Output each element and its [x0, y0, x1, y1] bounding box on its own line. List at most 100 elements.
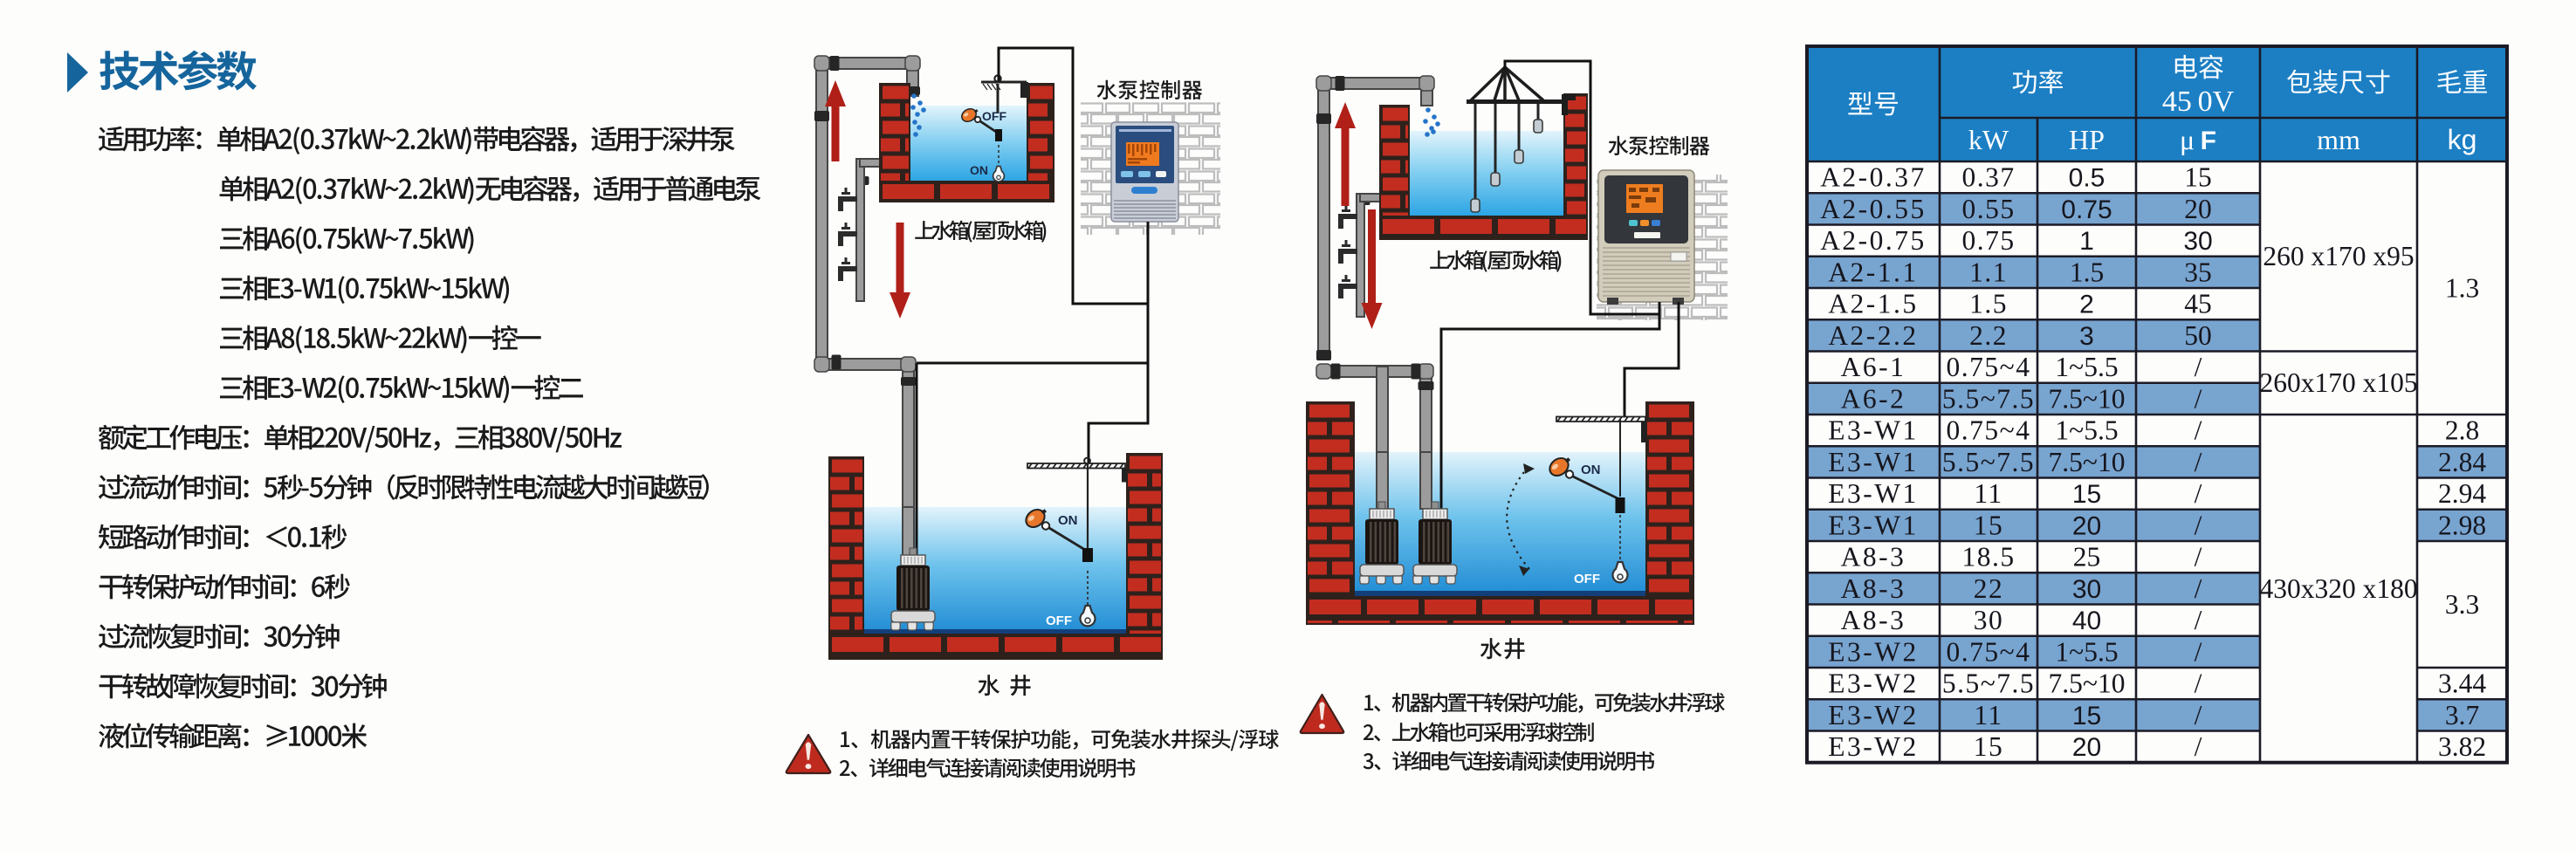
svg-text:2.8: 2.8	[2445, 415, 2479, 446]
svg-text:/: /	[2195, 731, 2202, 762]
svg-text:A2-0.75: A2-0.75	[1820, 225, 1927, 256]
svg-text:/: /	[2195, 352, 2202, 382]
svg-text:mm: mm	[2317, 124, 2360, 155]
svg-text:/: /	[2195, 383, 2202, 414]
svg-text:/: /	[2195, 510, 2202, 540]
svg-text:A8-3: A8-3	[1841, 542, 1906, 572]
svg-text:430x320 x180: 430x320 x180	[2259, 573, 2417, 604]
svg-text:11: 11	[1974, 478, 2002, 509]
svg-text:A2-2.2: A2-2.2	[1828, 320, 1918, 351]
svg-text:E3-W2: E3-W2	[1828, 700, 1918, 730]
svg-text:3: 3	[2079, 322, 2094, 351]
svg-text:2.98: 2.98	[2438, 510, 2486, 540]
svg-text:0.5: 0.5	[2069, 164, 2105, 193]
svg-text:1~5.5: 1~5.5	[2055, 415, 2118, 446]
svg-text:15: 15	[2072, 480, 2101, 509]
svg-text:0.75~4: 0.75~4	[1947, 415, 2031, 446]
svg-text:E3-W1: E3-W1	[1828, 478, 1918, 509]
svg-text:3.7: 3.7	[2445, 700, 2479, 730]
svg-text:15: 15	[1974, 731, 2004, 762]
svg-text:/: /	[2195, 415, 2202, 446]
svg-text:35: 35	[2184, 257, 2212, 287]
svg-text:40: 40	[2072, 607, 2101, 635]
svg-text:20: 20	[2072, 511, 2101, 540]
svg-text:kW: kW	[1968, 124, 2009, 155]
svg-text:30: 30	[2072, 575, 2101, 604]
svg-text:OFF: OFF	[982, 109, 1006, 123]
svg-text:/: /	[2195, 542, 2202, 572]
svg-text:0.75: 0.75	[1961, 225, 2015, 256]
svg-text:/: /	[2195, 636, 2202, 667]
svg-text:7.5~10: 7.5~10	[2049, 668, 2126, 699]
svg-text:μ F: μ F	[2180, 124, 2216, 155]
svg-text:1.5: 1.5	[1969, 289, 2008, 319]
svg-text:15: 15	[2072, 702, 2101, 730]
svg-text:30: 30	[2183, 227, 2212, 256]
svg-text:5.5~7.5: 5.5~7.5	[1942, 668, 2035, 699]
svg-text:5.5~7.5: 5.5~7.5	[1942, 447, 2035, 477]
svg-text:50: 50	[2184, 320, 2212, 351]
svg-text:2.94: 2.94	[2438, 478, 2486, 509]
svg-text:1.5: 1.5	[2070, 257, 2104, 287]
svg-text:20: 20	[2072, 733, 2101, 762]
svg-text:1~5.5: 1~5.5	[2055, 352, 2118, 382]
svg-text:1: 1	[2079, 227, 2094, 256]
svg-text:ON: ON	[970, 163, 988, 177]
svg-text:A6-2: A6-2	[1841, 383, 1906, 414]
svg-text:A2-0.55: A2-0.55	[1820, 194, 1927, 224]
svg-text:0.75~4: 0.75~4	[1947, 636, 2031, 667]
svg-text:18.5: 18.5	[1961, 542, 2015, 572]
svg-text:2.84: 2.84	[2438, 447, 2486, 477]
svg-text:A2-1.5: A2-1.5	[1828, 289, 1918, 319]
svg-text:A8-3: A8-3	[1841, 573, 1906, 604]
svg-text:45: 45	[2184, 289, 2212, 319]
svg-text:1~5.5: 1~5.5	[2055, 636, 2118, 667]
svg-text:E3-W1: E3-W1	[1828, 447, 1918, 477]
svg-text:ON: ON	[1581, 463, 1601, 477]
svg-text:A8-3: A8-3	[1841, 605, 1906, 635]
svg-text:5.5~7.5: 5.5~7.5	[1942, 383, 2035, 414]
svg-text:E3-W1: E3-W1	[1828, 510, 1918, 540]
svg-text:15: 15	[2184, 162, 2212, 193]
svg-text:25: 25	[2073, 542, 2101, 572]
svg-text:20: 20	[2184, 194, 2212, 224]
svg-text:E3-W2: E3-W2	[1828, 668, 1918, 699]
svg-text:2: 2	[2079, 291, 2094, 319]
svg-text:30: 30	[1974, 605, 2004, 635]
svg-text:E3-W2: E3-W2	[1828, 636, 1918, 667]
svg-text:HP: HP	[2069, 124, 2105, 155]
svg-text:OFF: OFF	[1574, 572, 1600, 586]
svg-text:2.2: 2.2	[1969, 320, 2008, 351]
svg-text:/: /	[2195, 668, 2202, 699]
svg-text:45 0V: 45 0V	[2162, 86, 2235, 118]
svg-text:0.37: 0.37	[1961, 162, 2015, 193]
svg-text:3.82: 3.82	[2438, 731, 2486, 762]
svg-text:260 x170 x95: 260 x170 x95	[2263, 241, 2414, 271]
svg-text:A2-0.37: A2-0.37	[1820, 162, 1927, 193]
svg-text:15: 15	[1974, 510, 2004, 540]
svg-text:kg: kg	[2448, 124, 2477, 155]
svg-text:0.75: 0.75	[2061, 195, 2112, 224]
svg-text:ON: ON	[1058, 513, 1078, 528]
svg-text:A6-1: A6-1	[1841, 352, 1906, 382]
svg-text:0.55: 0.55	[1961, 194, 2015, 224]
svg-text:22: 22	[1974, 573, 2004, 604]
svg-text:A2-1.1: A2-1.1	[1828, 257, 1918, 287]
svg-text:7.5~10: 7.5~10	[2049, 447, 2126, 477]
svg-text:/: /	[2195, 605, 2202, 635]
svg-text:1.1: 1.1	[1969, 257, 2008, 287]
svg-text:/: /	[2195, 447, 2202, 477]
svg-text:11: 11	[1974, 700, 2002, 730]
svg-text:/: /	[2195, 573, 2202, 604]
svg-text:OFF: OFF	[1046, 614, 1072, 628]
svg-text:E3-W1: E3-W1	[1828, 415, 1918, 446]
svg-text:/: /	[2195, 478, 2202, 509]
svg-text:3.3: 3.3	[2445, 589, 2479, 620]
svg-text:3.44: 3.44	[2438, 668, 2486, 699]
svg-text:260x170 x105: 260x170 x105	[2259, 367, 2417, 398]
svg-text:7.5~10: 7.5~10	[2049, 383, 2126, 414]
svg-text:1.3: 1.3	[2445, 273, 2479, 304]
svg-text:0.75~4: 0.75~4	[1947, 352, 2031, 382]
svg-text:E3-W2: E3-W2	[1828, 731, 1918, 762]
svg-text:/: /	[2195, 700, 2202, 730]
